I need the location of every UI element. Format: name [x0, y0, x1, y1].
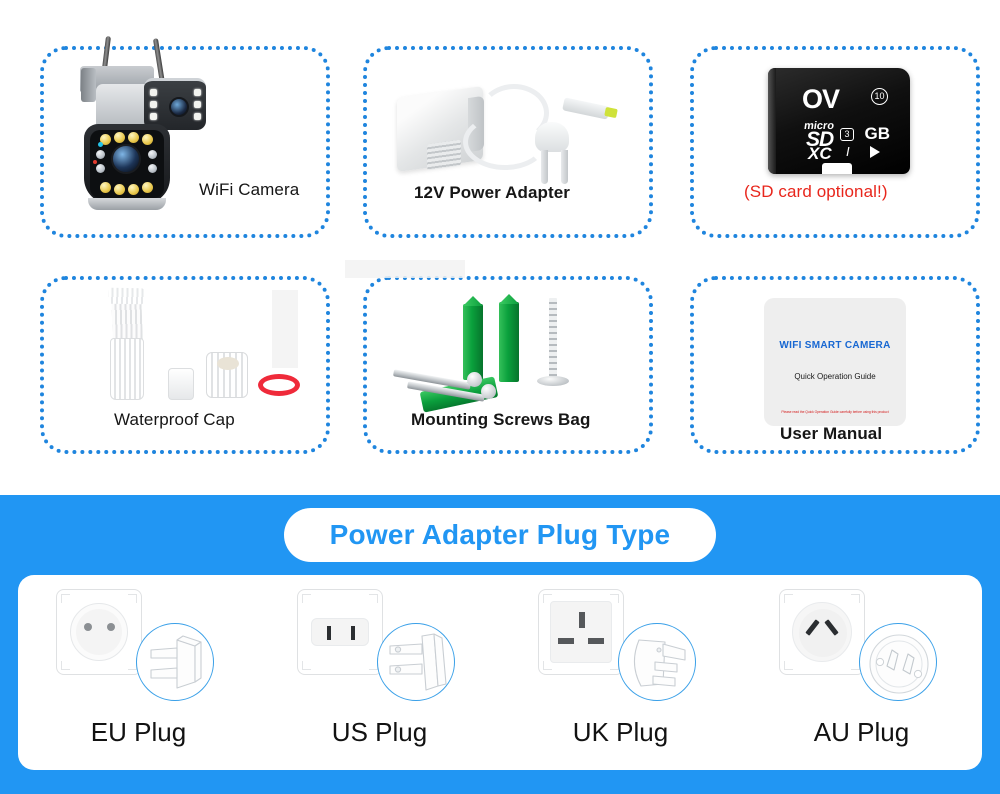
user-manual-photo: WIFI SMART CAMERA Quick Operation Guide …	[764, 298, 906, 426]
sd-xc-label: XC	[808, 144, 832, 163]
sd-card-photo: OV 10 micro SD XC 3 I GB	[768, 68, 910, 174]
us-socket-icon	[297, 589, 383, 675]
package-item-waterproof-cap[interactable]: Waterproof Cap	[40, 276, 330, 454]
plug-option-label: US Plug	[331, 717, 428, 747]
eu-plug-head	[535, 122, 569, 152]
cap-nut-piece	[206, 352, 248, 398]
dc-connector	[562, 97, 610, 120]
cap-o-ring	[258, 374, 300, 396]
manual-title-text: WIFI SMART CAMERA	[779, 340, 891, 351]
eu-plug-inset-icon	[136, 623, 214, 701]
sd-uhs-class-badge: 3	[840, 128, 854, 141]
wifi-camera-photo	[58, 36, 218, 230]
sd-uhs-speed-label: I	[846, 144, 850, 159]
manual-subtitle-text: Quick Operation Guide	[794, 372, 876, 381]
plug-option-label: EU Plug	[90, 717, 187, 747]
sd-capacity-label: GB	[864, 124, 891, 143]
package-item-label: 12V Power Adapter	[414, 183, 571, 202]
manual-note-text: Please read the Quick Operation Guide ca…	[781, 410, 889, 414]
package-item-sd-card[interactable]: OV 10 micro SD XC 3 I GB (SD card option…	[690, 46, 980, 238]
plug-type-banner-title: Power Adapter Plug Type	[329, 519, 671, 550]
sd-speed-class-badge: 10	[871, 88, 888, 105]
au-plug-inset-icon	[859, 623, 937, 701]
uk-plug-inset-icon	[618, 623, 696, 701]
us-plug-inset-icon	[377, 623, 455, 701]
camera-dome-head	[84, 124, 170, 204]
package-item-wifi-camera[interactable]: WiFi Camera	[40, 36, 330, 238]
package-item-label: (SD card optional!)	[744, 182, 888, 201]
screw-vertical	[549, 298, 557, 378]
camera-bullet-head	[144, 78, 206, 130]
package-item-label: User Manual	[780, 424, 883, 443]
package-item-user-manual[interactable]: WIFI SMART CAMERA Quick Operation Guide …	[690, 276, 980, 454]
package-item-mounting-screws[interactable]: Mounting Screws Bag	[345, 260, 653, 454]
plug-option-eu[interactable]: EU Plug	[18, 575, 259, 770]
sd-sd-label: SD	[806, 128, 834, 151]
uk-socket-icon	[538, 589, 624, 675]
camera-bullet-lens	[169, 97, 189, 117]
eu-socket-icon	[56, 589, 142, 675]
plug-option-au[interactable]: AU Plug	[741, 575, 982, 770]
plug-options-panel: EU Plug	[18, 575, 982, 770]
plug-type-section: Power Adapter Plug Type	[0, 495, 1000, 794]
package-item-label: Mounting Screws Bag	[411, 410, 591, 429]
plug-option-us[interactable]: US Plug	[259, 575, 500, 770]
package-row-2: Waterproof Cap Mounting Screws Bag WIFI …	[0, 260, 1000, 456]
package-row-1: WiFi Camera 12V Power Adapter OV 10	[0, 36, 1000, 246]
sd-brand-label: OV	[802, 84, 840, 114]
package-contents-section: WiFi Camera 12V Power Adapter OV 10	[0, 0, 1000, 495]
camera-bracket-arm	[81, 68, 96, 102]
package-item-power-adapter[interactable]: 12V Power Adapter	[363, 46, 653, 238]
plug-type-banner: Power Adapter Plug Type	[284, 508, 716, 562]
camera-dome-lens	[111, 144, 141, 174]
plug-option-uk[interactable]: UK Plug	[500, 575, 741, 770]
au-socket-icon	[779, 589, 865, 675]
package-item-label: WiFi Camera	[199, 180, 300, 199]
sd-arrow-icon	[870, 146, 880, 158]
camera-base	[88, 198, 166, 210]
cap-small-piece	[168, 368, 194, 400]
plug-option-label: AU Plug	[813, 717, 910, 747]
plug-option-label: UK Plug	[572, 717, 669, 747]
package-item-label: Waterproof Cap	[114, 410, 235, 429]
